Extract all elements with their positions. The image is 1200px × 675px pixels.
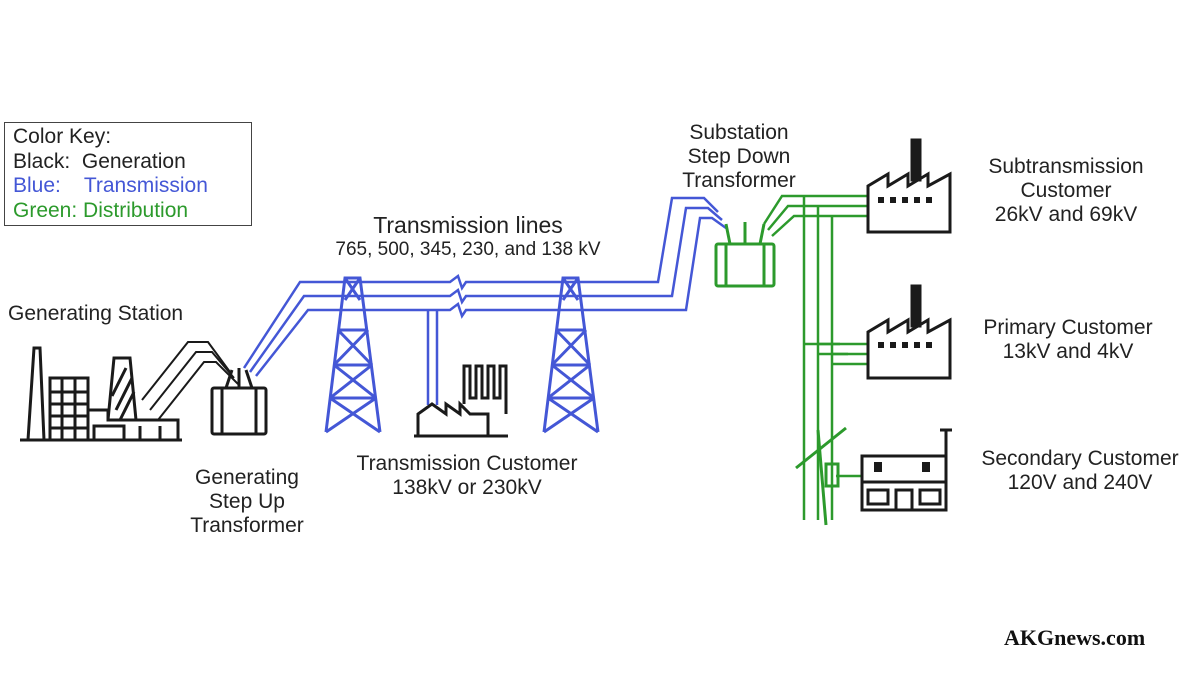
- transmission-tower-icon: [542, 276, 600, 434]
- transmission-tower-icon: [324, 276, 382, 434]
- transmission-lines: [242, 196, 727, 405]
- transmission-lines-label: Transmission lines 765, 500, 345, 230, a…: [335, 212, 601, 260]
- color-key: Color Key: Black: Generation Blue: Trans…: [4, 122, 252, 226]
- color-key-generation: Black: Generation: [13, 149, 186, 173]
- factory-icon: [866, 138, 952, 234]
- factory-icon: [866, 284, 952, 380]
- transmission-customer-label: Transmission Customer 138kV or 230kV: [356, 452, 578, 499]
- substation-label: Substation Step Down Transformer: [682, 121, 796, 192]
- utility-pole-icon: [795, 426, 847, 526]
- generating-station-label: Generating Station: [8, 302, 184, 325]
- generation-wires: [141, 341, 239, 421]
- step-up-transformer-label: Generating Step Up Transformer: [190, 466, 304, 537]
- distribution-lines: [762, 194, 868, 520]
- transformer-icon: [714, 222, 776, 288]
- color-key-transmission: Blue: Transmission: [13, 174, 208, 197]
- transformer-icon: [210, 368, 268, 436]
- primary-customer-label: Primary Customer 13kV and 4kV: [983, 316, 1153, 363]
- color-key-title: Color Key:: [13, 125, 112, 148]
- secondary-customer-label: Secondary Customer 120V and 240V: [981, 447, 1179, 494]
- subtransmission-customer-label: Subtransmission Customer 26kV and 69kV: [988, 155, 1144, 226]
- house-icon: [860, 428, 952, 512]
- factory-icon: [414, 364, 508, 438]
- color-key-distribution: Green: Distribution: [13, 198, 189, 222]
- watermark: AKGnews.com: [1004, 625, 1146, 650]
- power-plant-icon: [20, 346, 182, 442]
